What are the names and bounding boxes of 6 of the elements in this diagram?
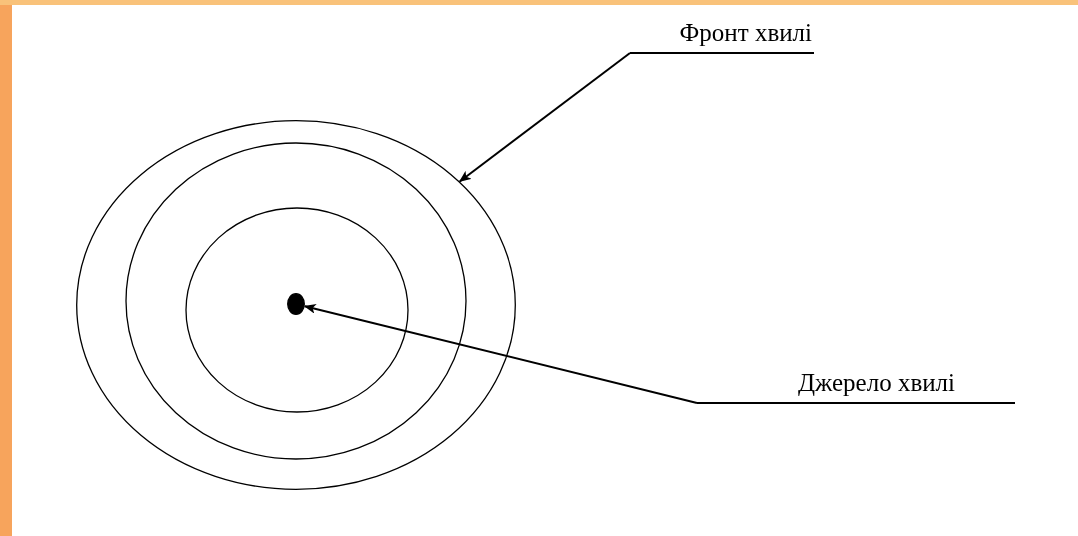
leader-arrow	[303, 303, 698, 404]
wave-source-label: Джерело хвилі	[697, 368, 1015, 404]
wave-front-label: Фронт хвилі	[630, 18, 814, 54]
wave-front-circle	[76, 120, 516, 490]
source-dot	[287, 293, 305, 315]
leader-arrow	[458, 52, 631, 183]
